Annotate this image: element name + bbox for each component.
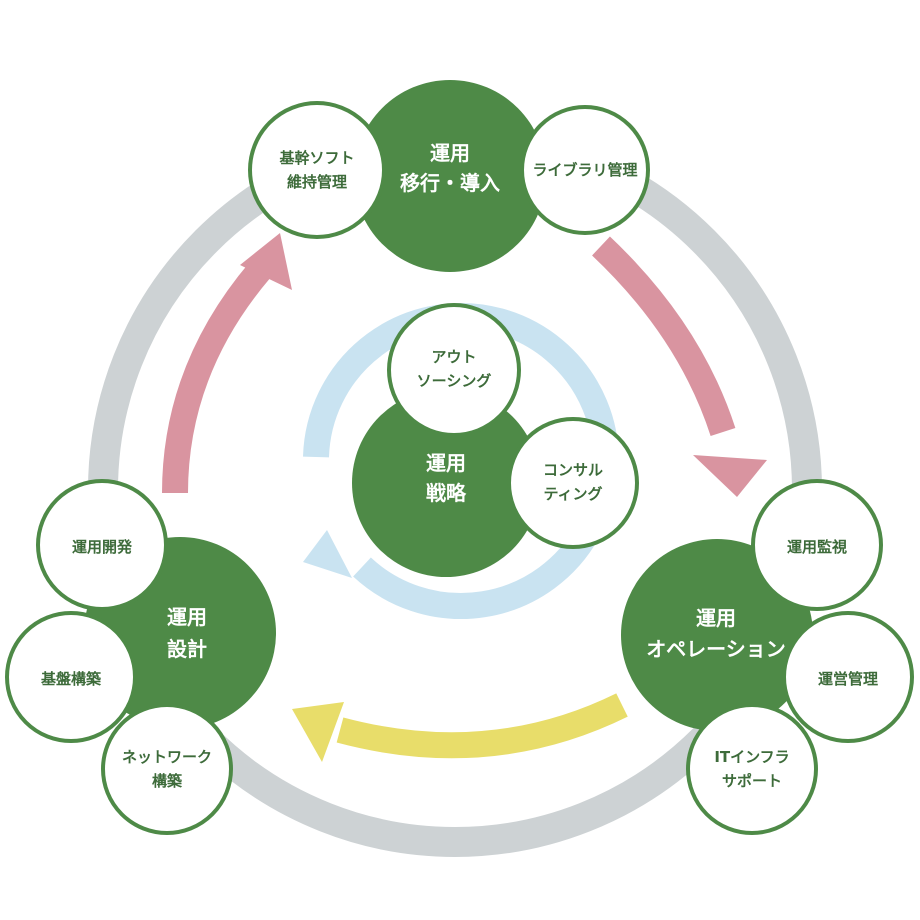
satellite-ops-development-line1: 運用開発: [72, 538, 133, 556]
satellite-network-build-line1: ネットワーク: [122, 748, 212, 766]
satellite-ops-development: [36, 479, 168, 611]
hub-strategy: [352, 389, 540, 577]
hub-operation-line2: オペレーション: [646, 637, 786, 661]
satellite-network-build: [101, 703, 233, 835]
inner-cycle-arrowhead: [303, 530, 352, 578]
hub-design-line2: 設計: [167, 637, 207, 661]
satellite-core-software: [248, 101, 386, 239]
satellite-management-line1: 運営管理: [818, 670, 878, 688]
satellite-it-infra-support: [686, 703, 818, 835]
satellite-outsourcing-line1: アウト: [431, 348, 476, 366]
satellite-outsourcing-line2: ソーシング: [417, 372, 492, 390]
hub-strategy-line2: 戦略: [426, 481, 467, 505]
group-transition: 運用 移行・導入 基幹ソフト 維持管理 ライブラリ管理: [248, 80, 650, 272]
satellite-monitoring: [751, 479, 883, 611]
satellite-it-infra-support-line2: サポート: [722, 772, 782, 790]
hub-operation: [621, 539, 813, 731]
hub-operation-line1: 運用: [696, 606, 736, 630]
satellite-consulting-line1: コンサル: [543, 461, 603, 479]
inner-cycle: [303, 303, 619, 619]
group-design: 運用 設計 運用開発 基盤構築 ネットワーク 構築: [5, 479, 276, 835]
satellite-core-software-line1: 基幹ソフト: [278, 149, 354, 167]
arrow-top-to-right: [592, 236, 767, 497]
satellite-infrastructure-build-line1: 基盤構築: [40, 670, 102, 688]
inner-cycle-arc: [303, 303, 619, 619]
hub-design-line1: 運用: [167, 605, 207, 629]
satellite-library-management: [520, 105, 650, 235]
satellite-consulting-line2: ティング: [543, 485, 602, 503]
satellite-outsourcing: [387, 303, 521, 437]
satellite-core-software-line2: 維持管理: [287, 173, 347, 191]
satellite-monitoring-line1: 運用監視: [787, 538, 847, 556]
hub-transition: [354, 80, 546, 272]
satellite-it-infra-support-line1: ITインフラ: [714, 748, 789, 766]
satellite-library-management-line1: ライブラリ管理: [532, 161, 637, 179]
group-operation: 運用 オペレーション 運用監視 運営管理 ITインフラ サポート: [621, 479, 914, 835]
arrow-left-to-top: [162, 233, 292, 494]
satellite-network-build-line2: 構築: [152, 772, 183, 790]
hub-strategy-line1: 運用: [426, 451, 466, 475]
hub-transition-line1: 運用: [430, 141, 470, 165]
arrow-right-to-left: [292, 693, 628, 762]
group-strategy: 運用 戦略 アウト ソーシング コンサル ティング: [352, 303, 639, 577]
satellite-management: [782, 611, 914, 743]
satellite-infrastructure-build: [5, 611, 137, 743]
hub-transition-line2: 移行・導入: [400, 171, 500, 195]
satellite-consulting: [507, 417, 639, 549]
